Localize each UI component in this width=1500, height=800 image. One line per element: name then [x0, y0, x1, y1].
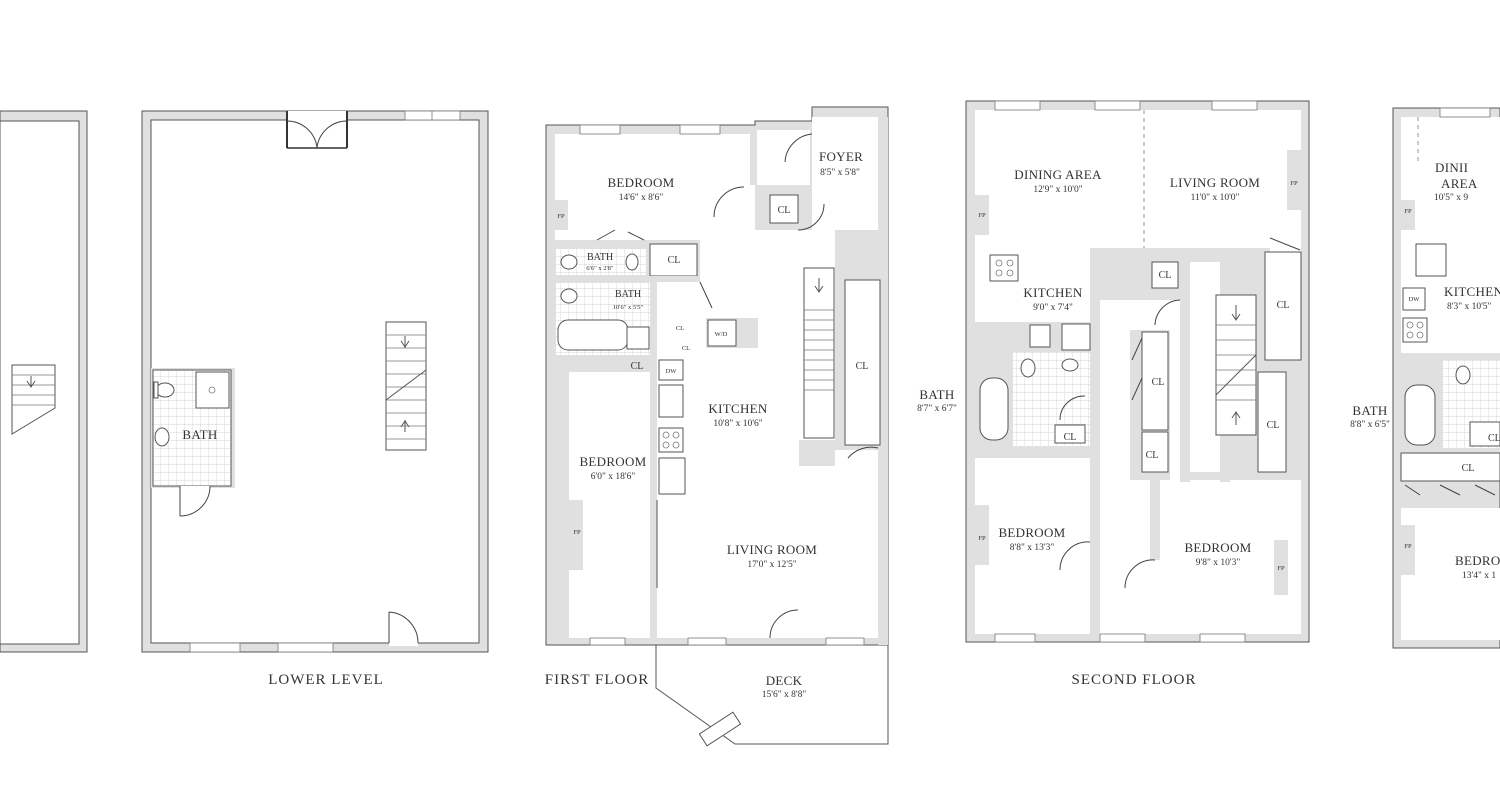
- tf-dw: DW: [1409, 296, 1421, 303]
- tf-dining-b: AREA: [1441, 176, 1478, 191]
- ff-bedroom2-name: BEDROOM: [579, 454, 646, 469]
- ff-wd: W/D: [715, 331, 728, 338]
- tf-dining-dim: 10'5" x 9: [1434, 193, 1468, 203]
- first-floor-title: FIRST FLOOR: [545, 672, 650, 688]
- sf-dining-dim: 12'9" x 10'0": [1033, 185, 1082, 195]
- sf-fp-1: FP: [978, 212, 986, 219]
- third-floor-partial-plan: [1392, 107, 1500, 649]
- ff-fp-1: FP: [557, 213, 565, 220]
- lower-stair: [385, 321, 427, 451]
- sf-cl-5: CL: [1146, 450, 1159, 461]
- tf-fp-2: FP: [1404, 543, 1412, 550]
- sf-living-dim: 11'0" x 10'0": [1191, 193, 1240, 203]
- sf-bath-name: BATH: [919, 387, 954, 402]
- tf-kitchen-dim: 8'3" x 10'5": [1447, 302, 1492, 312]
- sf-cl-2: CL: [1277, 300, 1290, 311]
- ff-cl-hall: CL: [668, 255, 681, 266]
- tf-fp-1: FP: [1404, 208, 1412, 215]
- ff-bedroom1-dim: 14'6" x 8'6": [619, 193, 664, 203]
- tf-bath-name: BATH: [1352, 403, 1387, 418]
- ff-cl-stair: CL: [856, 361, 869, 372]
- ff-fp-2: FP: [573, 529, 581, 536]
- ff-living-dim: 17'0" x 12'5": [747, 560, 796, 570]
- ff-bath-large-name: BATH: [615, 289, 641, 300]
- first-floor-plan: [545, 106, 889, 747]
- ff-bath-small-name: BATH: [587, 252, 613, 263]
- second-floor-plan: [965, 100, 1310, 643]
- ff-cl-foyer: CL: [778, 205, 791, 216]
- lower-level-title: LOWER LEVEL: [268, 672, 384, 688]
- sf-cl-3: CL: [1152, 377, 1165, 388]
- ff-cl-c: CL: [631, 361, 644, 372]
- sf-living-name: LIVING ROOM: [1170, 175, 1260, 190]
- ff-bedroom2-dim: 6'0" x 18'6": [591, 472, 636, 482]
- lower-bath-label: BATH: [182, 427, 217, 442]
- ff-kitchen-name: KITCHEN: [708, 401, 767, 416]
- ff-foyer-name: FOYER: [819, 149, 863, 164]
- sf-bedroom1-dim: 8'8" x 13'3": [1010, 543, 1055, 553]
- ff-bath-large-dim: 10'6" x 5'5": [613, 304, 644, 311]
- ff-bedroom1-name: BEDROOM: [607, 175, 674, 190]
- sf-bedroom2-name: BEDROOM: [1184, 540, 1251, 555]
- ff-foyer-dim: 8'5" x 5'8": [820, 168, 860, 178]
- first-floor-labels: BEDROOM 14'6" x 8'6" FOYER 8'5" x 5'8" C…: [557, 149, 868, 700]
- tf-cl-2: CL: [1488, 433, 1500, 444]
- sf-bedroom2-dim: 9'8" x 10'3": [1196, 558, 1241, 568]
- ff-dw: DW: [666, 368, 678, 375]
- sf-bath-dim: 8'7" x 6'7": [917, 404, 957, 414]
- sf-fp-4: FP: [1277, 565, 1285, 572]
- partial-left-plan: [0, 110, 88, 653]
- tf-bedroom-dim: 13'4" x 1: [1462, 571, 1496, 581]
- third-floor-labels: DINII AREA 10'5" x 9 KITCHEN 8'3" x 10'5…: [1350, 160, 1500, 581]
- sf-fp-3: FP: [978, 535, 986, 542]
- tf-dining-a: DINII: [1435, 160, 1468, 175]
- sf-dining-name: DINING AREA: [1014, 167, 1102, 182]
- ff-cl-a: CL: [676, 325, 684, 332]
- tf-bath-dim: 8'8" x 6'5": [1350, 420, 1390, 430]
- tf-cl-1: CL: [1462, 463, 1475, 474]
- sf-kitchen-name: KITCHEN: [1023, 285, 1082, 300]
- second-stair: [1215, 294, 1257, 436]
- second-floor-title: SECOND FLOOR: [1072, 672, 1197, 688]
- ff-bath-small-dim: 6'6" x 2'8": [586, 265, 613, 272]
- sf-cl-1: CL: [1159, 270, 1172, 281]
- ff-deck-dim: 15'6" x 8'8": [762, 690, 807, 700]
- sf-bedroom1-name: BEDROOM: [998, 525, 1065, 540]
- tf-kitchen-name: KITCHEN: [1444, 284, 1500, 299]
- tf-bedroom-name: BEDROO: [1455, 553, 1500, 568]
- first-stair: [803, 267, 835, 439]
- sf-cl-6: CL: [1064, 432, 1077, 443]
- lower-level-plan: BATH: [141, 110, 489, 653]
- sf-cl-4: CL: [1267, 420, 1280, 431]
- stair: [11, 364, 56, 435]
- ff-cl-b: CL: [682, 345, 690, 352]
- lower-bath: BATH: [151, 368, 235, 517]
- ff-living-name: LIVING ROOM: [727, 542, 817, 557]
- sf-fp-2: FP: [1290, 180, 1298, 187]
- sf-kitchen-dim: 9'0" x 7'4": [1033, 303, 1073, 313]
- ff-kitchen-dim: 10'8" x 10'6": [713, 419, 762, 429]
- ff-deck-name: DECK: [766, 673, 803, 688]
- second-floor-labels: DINING AREA 12'9" x 10'0" LIVING ROOM 11…: [917, 167, 1298, 572]
